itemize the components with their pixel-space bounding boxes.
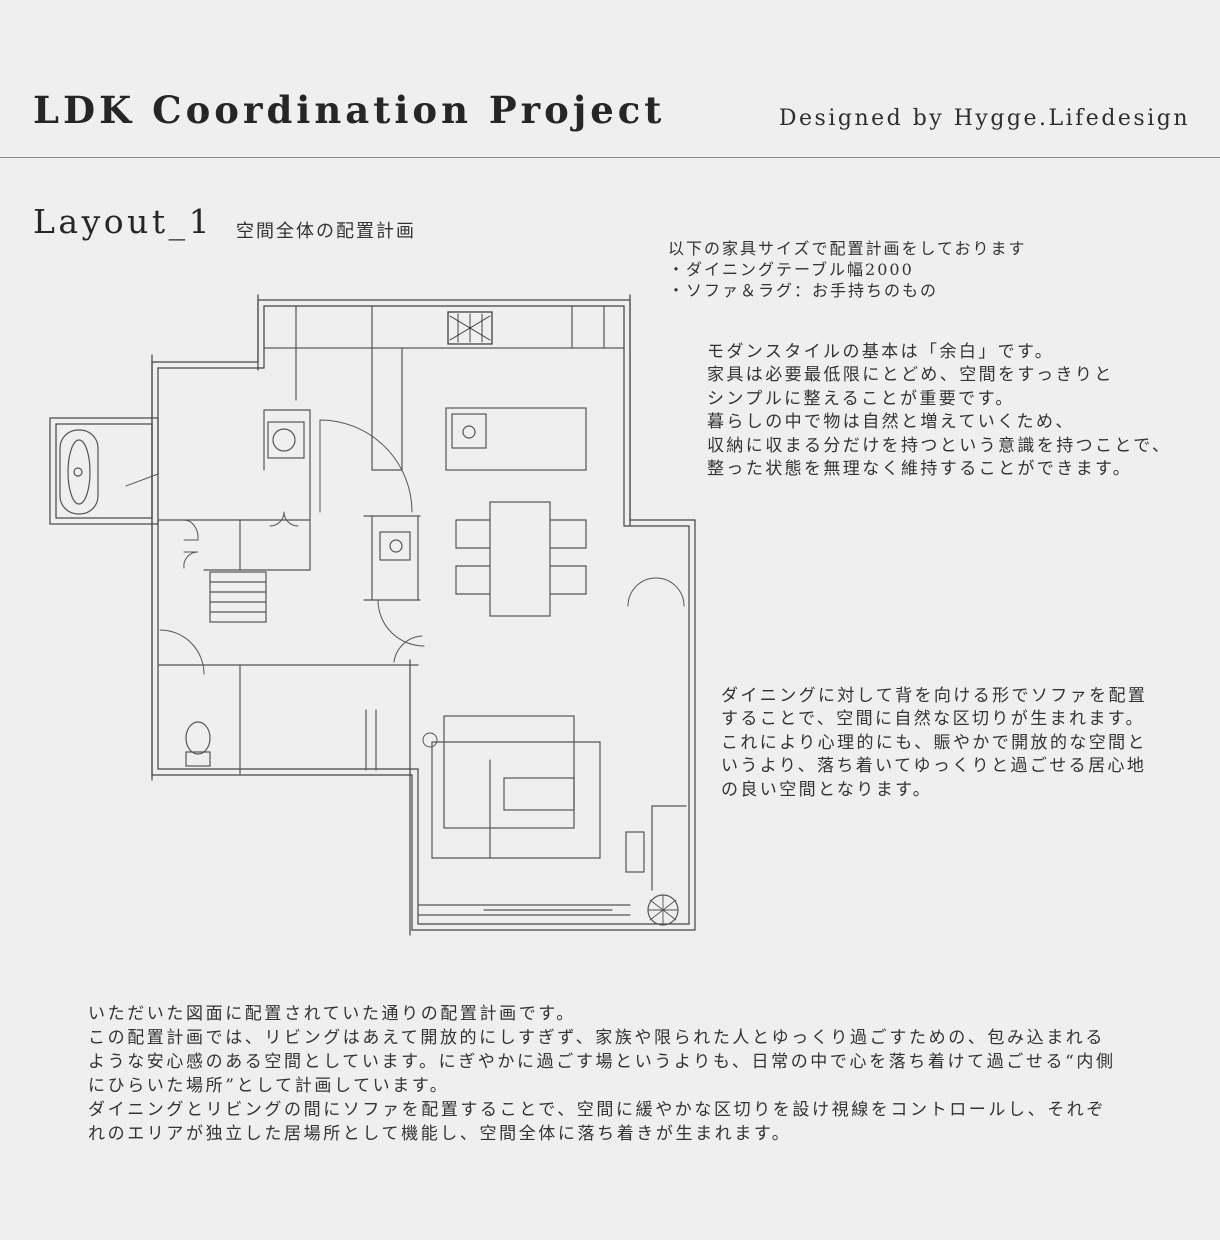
dining-set — [455, 501, 587, 617]
paragraph-line: 収納に収まる分だけを持つという意識を持つことで、 — [707, 435, 1172, 456]
paragraph-line: の良い空間となります。 — [721, 779, 933, 800]
paragraph-line: することで、空間に自然な区切りが生まれます。 — [721, 709, 1145, 730]
paragraph-line: シンプルに整えることが重要です。 — [707, 388, 1015, 409]
dining-table — [489, 501, 551, 617]
layout-subtitle: 空間全体の配置計画 — [236, 221, 416, 242]
summary-line: この配置計画では、リビングはあえて開放的にしすぎず、家族や限られた人とゆっくり過… — [88, 1028, 1105, 1048]
wash-basin — [267, 421, 305, 459]
staircase — [209, 571, 267, 623]
designer-credit: Designed by Hygge.Lifedesign — [778, 106, 1190, 131]
layout-summary: いただいた図面に配置されていた通りの配置計画です。 この配置計画では、リビングは… — [88, 1002, 1188, 1146]
bathtub — [59, 429, 99, 515]
paragraph-line: モダンスタイルの基本は「余白」です。 — [707, 342, 1055, 362]
door-swings — [125, 419, 685, 748]
exterior-walls — [49, 294, 696, 936]
kitchen-area — [263, 305, 625, 471]
interior-walls — [157, 409, 631, 916]
summary-line: いただいた図面に配置されていた通りの配置計画です。 — [88, 1004, 576, 1024]
summary-line: ような安心感のある空間としています。にぎやかに過ごす場というよりも、日常の中で心… — [88, 1052, 1116, 1072]
sofa — [431, 741, 601, 859]
modern-style-paragraph: モダンスタイルの基本は「余白」です。 家具は必要最低限にとどめ、空間をすっきりと… — [707, 341, 1171, 481]
paragraph-line: 暮らしの中で物は自然と増えていくため、 — [707, 412, 1075, 433]
paragraph-line: いうより、落ち着いてゆっくりと過ごせる居心地 — [721, 756, 1147, 777]
paragraph-line: ダイニングに対して背を向ける形でソファを配置 — [721, 686, 1148, 706]
project-title: LDK Coordination Project — [33, 88, 666, 132]
kitchen-island — [445, 407, 587, 471]
note-line: ・ソファ＆ラグ：お手持ちのもの — [668, 281, 939, 300]
rug — [443, 715, 575, 829]
summary-line: ダイニングとリビングの間にソファを配置することで、空間に緩やかな区切りを設け視線… — [88, 1100, 1107, 1120]
layout-title: Layout_1 — [33, 202, 214, 241]
header-divider — [0, 157, 1220, 158]
paragraph-line: これにより心理的にも、賑やかで開放的な空間と — [721, 732, 1147, 753]
sofa-placement-paragraph: ダイニングに対して背を向ける形でソファを配置 することで、空間に自然な区切りが生… — [721, 685, 1147, 802]
coffee-table — [503, 777, 575, 811]
living-set — [431, 715, 687, 926]
furniture-size-note: 以下の家具サイズで配置計画をしております ・ダイニングテーブル幅2000 ・ソフ… — [668, 238, 1027, 301]
range-hood — [447, 311, 493, 345]
floor-plan-sketch — [40, 290, 705, 940]
note-line: ・ダイニングテーブル幅2000 — [668, 260, 914, 279]
note-line: 以下の家具サイズで配置計画をしております — [668, 239, 1027, 258]
summary-line: にひらいた場所”として計画しています。 — [88, 1076, 450, 1096]
paragraph-line: 家具は必要最低限にとどめ、空間をすっきりと — [707, 365, 1114, 386]
summary-line: れのエリアが独立した居場所として機能し、空間全体に落ち着きが生まれます。 — [88, 1124, 792, 1144]
paragraph-line: 整った状態を無理なく維持することができます。 — [707, 459, 1133, 480]
wet-area — [59, 421, 411, 767]
toilet — [185, 721, 211, 755]
